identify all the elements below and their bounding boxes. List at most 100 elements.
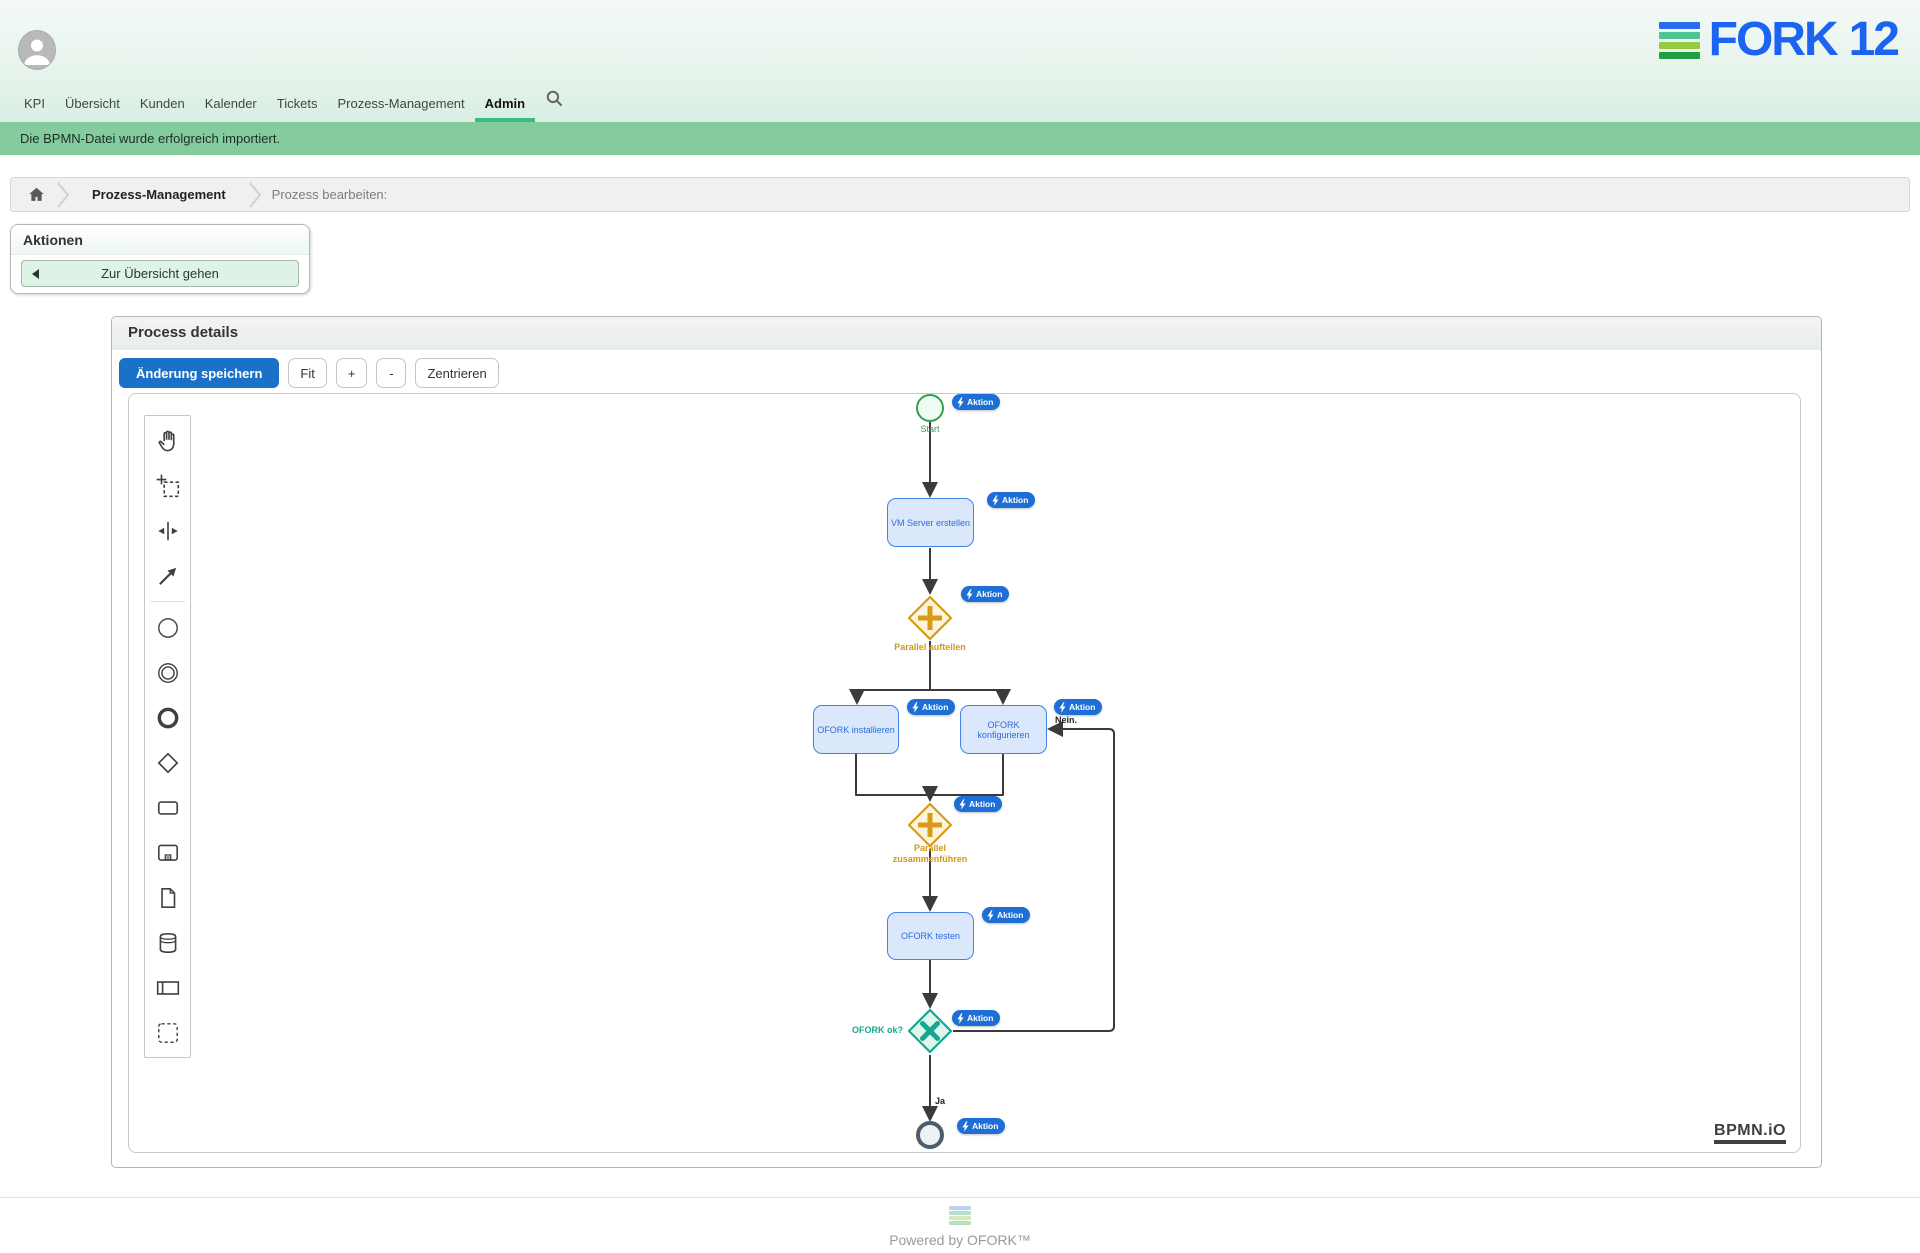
palette-connect-tool[interactable] [145,553,190,598]
group-icon [157,1022,178,1043]
flow-split-to-config[interactable] [930,689,1011,705]
task-ofork-installieren[interactable]: OFORK installieren [813,705,899,754]
space-tool-icon [157,521,178,540]
gateway-icon [157,752,178,773]
diagram-toolbar: Änderung speichern Fit + - Zentrieren [112,350,1821,396]
bpmn-io-watermark[interactable]: BPMN.iO [1714,1122,1786,1144]
footer-text: Powered by OFORK™ [889,1231,1031,1248]
task-label: VM Server erstellen [890,517,971,528]
aktion-badge-install[interactable]: Aktion [907,699,956,715]
task-ofork-testen[interactable]: OFORK testen [887,912,974,960]
aktion-badge-config[interactable]: Aktion [1054,699,1103,715]
home-icon[interactable] [27,185,46,204]
task-ofork-konfigurieren[interactable]: OFORK konfigurieren [960,705,1047,754]
breadcrumb-page: Prozess bearbeiten: [271,187,388,202]
flow-install-to-join[interactable] [855,754,938,802]
nav-item-tickets[interactable]: Tickets [276,96,318,111]
panel-title: Process details [112,317,1821,350]
lightning-icon [912,701,919,713]
hand-tool-icon [158,430,175,451]
nav-item-prozess-management[interactable]: Prozess-Management [337,96,465,111]
end-event-node[interactable] [916,1121,944,1149]
plus-icon [918,606,942,630]
palette-create-task[interactable] [145,785,190,830]
aktion-badge-split[interactable]: Aktion [961,586,1010,602]
avatar[interactable] [18,30,56,70]
chevron-right-icon [248,181,261,208]
parallel-gateway-join[interactable] [907,802,953,848]
lightning-icon [959,798,966,810]
flow-config-to-join[interactable] [932,754,1004,796]
nav-item-admin[interactable]: Admin [474,88,536,122]
start-event-node[interactable] [916,394,944,422]
data-object-icon [160,887,175,908]
lightning-icon [966,588,973,600]
nav-item-kunden[interactable]: Kunden [139,96,185,111]
palette-create-end-event[interactable] [145,695,190,740]
palette-create-group[interactable] [145,1010,190,1055]
arrow-left-icon [32,268,39,279]
aktion-badge-test[interactable]: Aktion [982,907,1031,923]
palette-create-data-object[interactable] [145,875,190,920]
back-to-overview-button[interactable]: Zur Übersicht gehen [21,260,299,287]
connect-tool-icon [158,567,176,585]
intermediate-event-icon [157,662,178,683]
palette-space-tool[interactable] [145,508,190,553]
save-changes-button[interactable]: Änderung speichern [119,358,280,388]
actions-widget-title: Aktionen [11,225,309,255]
logo-text: FORK [1708,13,1839,66]
palette-create-subprocess[interactable] [145,830,190,875]
nav-item-uebersicht[interactable]: Übersicht [64,96,120,111]
nav-item-kalender[interactable]: Kalender [204,96,257,111]
parallel-gateway-split[interactable] [907,595,953,641]
task-label: OFORK konfigurieren [977,719,1030,740]
aktion-badge-join[interactable]: Aktion [954,796,1003,812]
four-bars-icon [1658,21,1700,59]
palette-lasso-tool[interactable] [145,463,190,508]
subprocess-icon [157,844,178,861]
lasso-tool-icon [156,474,179,497]
bpmn-palette [144,415,191,1058]
palette-create-start-event[interactable] [145,605,190,650]
task-label: OFORK testen [900,931,961,941]
start-event-icon [157,617,178,638]
plus-icon [918,813,942,837]
nav-search[interactable] [535,83,574,122]
actions-widget: Aktionen Zur Übersicht gehen [10,224,310,294]
lightning-icon [957,396,964,408]
lightning-icon [992,494,999,506]
nav-item-kpi[interactable]: KPI [24,96,45,111]
back-button-label: Zur Übersicht gehen [101,266,219,281]
app-logo[interactable]: FORK 12 [1658,13,1900,66]
bpmn-canvas[interactable]: Start VM Server erstellen Parallel aufte… [128,393,1801,1153]
process-details-panel: Process details Änderung speichern Fit +… [111,316,1822,1168]
task-vm-server-erstellen[interactable]: VM Server erstellen [887,498,974,547]
sequence-flows [849,422,1115,1122]
fit-button[interactable]: Fit [288,358,327,388]
aktion-badge-decision[interactable]: Aktion [952,1010,1001,1026]
task-label: OFORK installieren [817,724,895,735]
palette-create-data-store[interactable] [145,920,190,965]
four-bars-icon [949,1206,971,1225]
palette-hand-tool[interactable] [145,418,190,463]
lightning-icon [957,1012,964,1024]
aktion-badge-start[interactable]: Aktion [952,394,1001,410]
flow-nein-loop-to-config[interactable] [953,721,1115,1032]
user-avatar-icon [24,39,50,65]
zoom-out-button[interactable]: - [376,358,407,388]
logo-number: 12 [1848,13,1900,66]
center-button[interactable]: Zentrieren [415,358,499,388]
aktion-badge-end[interactable]: Aktion [957,1118,1006,1134]
notification-message: Die BPMN-Datei wurde erfolgreich importi… [20,131,281,146]
x-icon [920,1021,940,1041]
zoom-in-button[interactable]: + [335,358,368,388]
palette-create-intermediate-event[interactable] [145,650,190,695]
breadcrumb-section[interactable]: Prozess-Management [92,187,226,202]
palette-create-participant[interactable] [145,965,190,1010]
search-icon [546,90,563,107]
aktion-badge-vm[interactable]: Aktion [987,492,1036,508]
flow-split-to-install[interactable] [849,689,930,705]
exclusive-gateway-ofork-ok[interactable] [907,1008,953,1054]
palette-create-gateway[interactable] [145,740,190,785]
